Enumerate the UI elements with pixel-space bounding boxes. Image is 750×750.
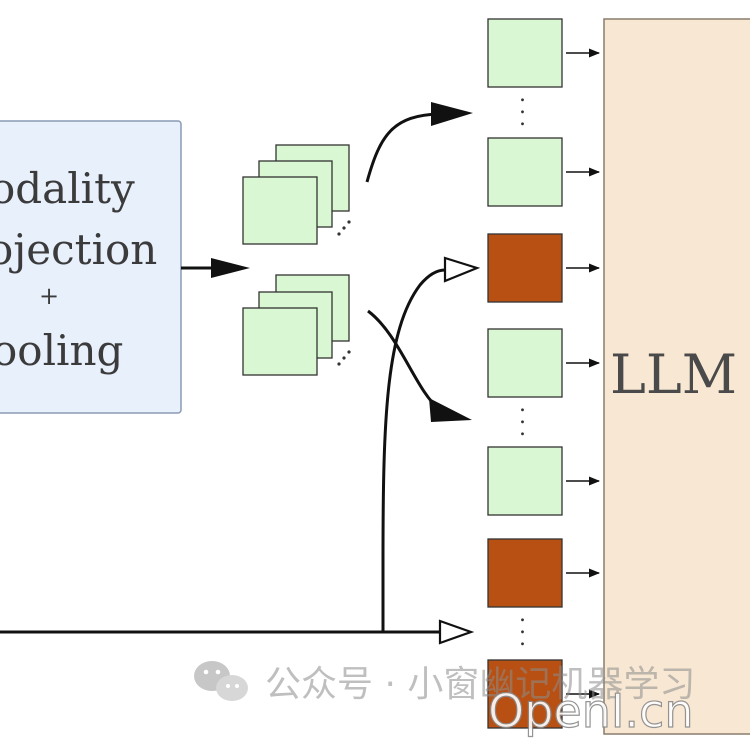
token-ellipsis-dot: . (519, 392, 526, 417)
token-ellipsis-dot: . (519, 106, 526, 131)
token-ellipsis-dot: . (519, 614, 526, 639)
projection-output-arrowhead (211, 258, 250, 278)
token-ellipsis-dot: . (519, 416, 526, 441)
watermark-brand-text: OpenI.cn (488, 684, 694, 738)
token-ellipsis-dot: . (519, 404, 526, 429)
token-brown (487, 659, 563, 729)
lower-feature-arrowhead (429, 398, 472, 422)
token-ellipsis-dot: . (519, 82, 526, 107)
projection-line-1: odality (0, 164, 135, 213)
token-brown (487, 233, 563, 303)
text-input-arrowhead-top (443, 256, 481, 283)
token-ellipsis-dot: . (519, 626, 526, 651)
watermark: 公众号 · 小窗幽记机器学习 (194, 661, 695, 705)
token-to-llm-arrows (566, 48, 601, 699)
upper-feature-arrow (365, 112, 441, 183)
lower-feature-arrow (367, 309, 441, 412)
token-ellipsis-dot: . (519, 94, 526, 119)
projection-plus: + (39, 282, 59, 310)
llm-label: LLM (610, 343, 737, 406)
text-branch-line (381, 268, 446, 632)
text-input-arrowhead-bottom (438, 619, 475, 645)
token-green (487, 137, 563, 207)
projection-line-4: ooling (0, 326, 123, 375)
watermark-channel-text: 公众号 · 小窗幽记机器学习 (265, 664, 695, 705)
feature-stack-lower (242, 274, 351, 376)
upper-feature-arrowhead (431, 102, 473, 126)
token-column: . . . . . . . . . (487, 18, 563, 729)
projection-line-2: ojection (0, 225, 157, 274)
feature-stack-upper (242, 144, 351, 245)
wechat-icon (194, 661, 248, 701)
token-green (487, 446, 563, 516)
token-green (487, 328, 563, 398)
llm-box (603, 18, 750, 735)
token-ellipsis-dot: . (519, 602, 526, 627)
token-brown (487, 538, 563, 608)
token-green (487, 18, 563, 88)
